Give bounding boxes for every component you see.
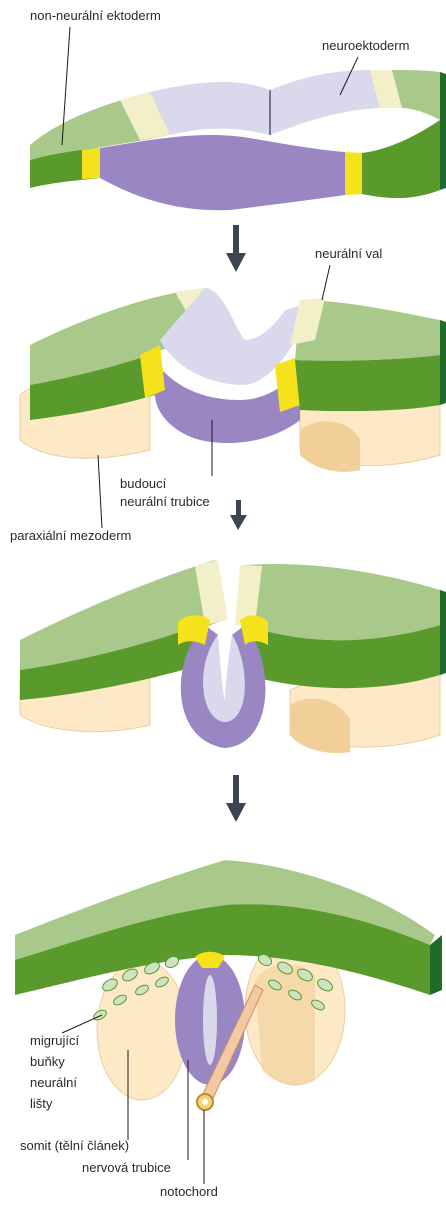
label-non-neural-ectoderm: non-neurální ektoderm [30, 8, 161, 23]
ectoderm-end-right [440, 72, 446, 190]
stage-3-folds-closing [20, 560, 446, 753]
stage-2-neural-groove [20, 288, 446, 472]
neural-crest-left-3 [178, 615, 210, 645]
closing-neural-tube [181, 625, 266, 748]
neural-crest-left-1 [82, 148, 100, 179]
ectoderm-end-4 [430, 935, 442, 995]
ectoderm-top-right-3 [245, 564, 440, 640]
leader-neural-fold [322, 265, 330, 300]
arrow-down-icon [230, 500, 247, 530]
label-neuroectoderm: neuroektoderm [322, 38, 409, 53]
label-neural-tube: nervová trubice [82, 1160, 171, 1175]
ectoderm-top-right [392, 70, 440, 120]
label-future-neural-tube-2: neurální trubice [120, 494, 210, 509]
leader-migrating-cells [62, 1015, 102, 1033]
arrow-down-icon [226, 225, 246, 272]
label-paraxial-mesoderm: paraxiální mezoderm [10, 528, 131, 543]
neuroectoderm-top [150, 70, 380, 135]
label-future-neural-tube-1: budoucí [120, 476, 167, 491]
stage-4-neural-tube [15, 860, 442, 1110]
neuroectoderm-side [100, 135, 345, 210]
label-migrating-3: neurální [30, 1075, 77, 1090]
neural-crest-right-1 [345, 152, 362, 195]
label-somite: somit (tělní článek) [20, 1138, 129, 1153]
neural-tube-lumen [203, 975, 217, 1065]
label-migrating-1: migrující [30, 1033, 80, 1048]
label-notochord: notochord [160, 1184, 218, 1199]
label-migrating-4: lišty [30, 1096, 53, 1111]
neural-crest-right-3 [240, 615, 268, 645]
stage-1-neural-plate [30, 70, 446, 210]
label-migrating-2: buňky [30, 1054, 65, 1069]
arrow-down-icon [226, 775, 246, 822]
ectoderm-side-right [362, 120, 440, 198]
ectoderm-side-right-2 [295, 355, 440, 411]
leader-paraxial-mesoderm [98, 455, 102, 528]
ectoderm-end-right-2 [440, 320, 446, 405]
label-neural-fold: neurální val [315, 246, 382, 261]
ectoderm-end-right-3 [440, 590, 446, 675]
